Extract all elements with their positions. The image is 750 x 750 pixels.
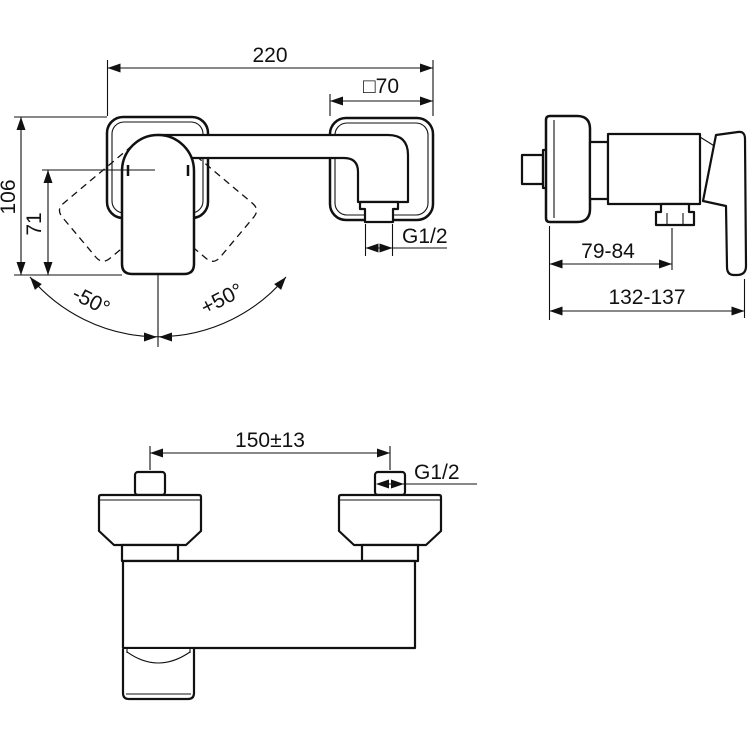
bottom-right-neck: [360, 543, 420, 563]
bottom-dim-inlet-spacing: 150±13: [149, 429, 391, 470]
front-dim-pivot-height: 71: [23, 169, 155, 275]
dim-label-150-13: 150±13: [235, 429, 305, 452]
dim-label-g12-front: G1/2: [402, 225, 448, 248]
bottom-body: [121, 559, 417, 650]
front-swivel-arc: -50° +50°: [29, 274, 287, 347]
dim-label-square-70: □70: [363, 75, 399, 98]
dim-label-g12-bottom: G1/2: [414, 461, 460, 484]
bottom-handle: [121, 649, 196, 701]
front-dim-overall-height: 106: [0, 116, 122, 276]
bottom-left-union-nut: [97, 493, 203, 547]
bottom-left-neck: [120, 543, 180, 563]
side-escutcheon: [544, 114, 592, 224]
dim-label-79-84: 79-84: [581, 240, 635, 263]
side-dim-wall-to-outlet: 79-84: [548, 226, 673, 320]
dim-label-106: 106: [0, 179, 20, 214]
front-dim-overall-width: 220: [106, 44, 434, 116]
front-spout-outlet: [358, 200, 400, 224]
bottom-left-inlet-nipple: [133, 470, 167, 497]
dim-label-220: 220: [252, 44, 287, 67]
side-outlet-nut: [654, 202, 696, 227]
dim-label-71: 71: [23, 212, 46, 235]
front-dim-outlet-thread: G1/2: [364, 224, 448, 256]
bottom-right-union-nut: [337, 493, 443, 547]
side-body: [606, 132, 702, 206]
bottom-view: 150±13 G1/2: [97, 429, 477, 701]
dim-label-132-137: 132-137: [608, 286, 685, 309]
side-neck: [588, 140, 610, 201]
side-handle-lever: [701, 130, 748, 277]
bottom-dim-inlet-thread: G1/2: [376, 461, 477, 489]
front-view: 220 □70 106 71: [0, 44, 448, 347]
side-view: 79-84 132-137: [520, 114, 748, 320]
dim-label-plus-50: +50°: [197, 279, 247, 319]
front-dim-plate-square: □70: [329, 75, 433, 116]
side-dim-overall-depth: 132-137: [549, 279, 746, 318]
side-wall-connector: [520, 153, 545, 186]
front-handle: [120, 133, 196, 276]
